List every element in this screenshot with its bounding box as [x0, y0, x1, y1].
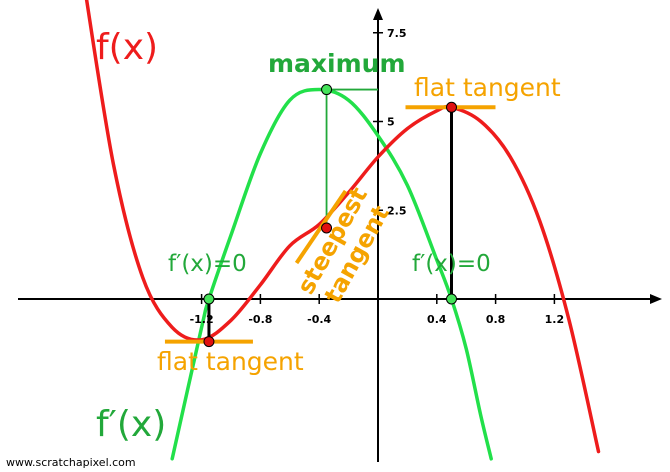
y-axis-arrowhead — [373, 8, 383, 20]
x-tick-label: 0.8 — [486, 313, 506, 326]
watermark: www.scratchapixel.com — [6, 456, 136, 469]
f-max-point — [446, 101, 457, 113]
flat-tangent-left-label: flat tangent — [157, 347, 304, 376]
fprime-zero-left-point — [203, 293, 215, 305]
x-tick-label: -0.4 — [307, 313, 331, 326]
fprime-max-point — [321, 84, 333, 96]
tick-labels: -1.2 -0.8 -0.4 0.4 0.8 1.2 2.5 5 7.5 — [190, 27, 565, 326]
axes — [18, 8, 662, 462]
x-tick-label: -0.8 — [248, 313, 272, 326]
fprime-zero-left-label: f′(x)=0 — [168, 251, 247, 277]
y-tick-label: 5 — [387, 116, 395, 129]
fprime-zero-right-label: f′(x)=0 — [412, 251, 491, 277]
x-tick-label: 1.2 — [545, 313, 565, 326]
f-min-point — [203, 336, 215, 348]
annotations — [164, 88, 496, 344]
steepest-tangent-line — [294, 189, 348, 265]
x-tick-label: 0.4 — [427, 313, 447, 326]
f-inflection-point — [321, 222, 333, 234]
x-tick-label: -1.2 — [190, 313, 214, 326]
fprime-label: f′(x) — [96, 404, 166, 445]
f-label: f(x) — [96, 27, 158, 68]
fprime-zero-right-point — [446, 293, 457, 305]
maximum-label: maximum — [268, 49, 406, 78]
x-axis-arrowhead — [650, 294, 662, 304]
key-points — [203, 84, 457, 348]
f-curve — [84, 0, 601, 454]
y-tick-label: 2.5 — [387, 204, 407, 217]
text-labels: f(x) f′(x) maximum flat tangent flat tan… — [6, 27, 561, 469]
flat-tangent-right-label: flat tangent — [414, 73, 561, 102]
y-tick-label: 7.5 — [387, 27, 407, 40]
